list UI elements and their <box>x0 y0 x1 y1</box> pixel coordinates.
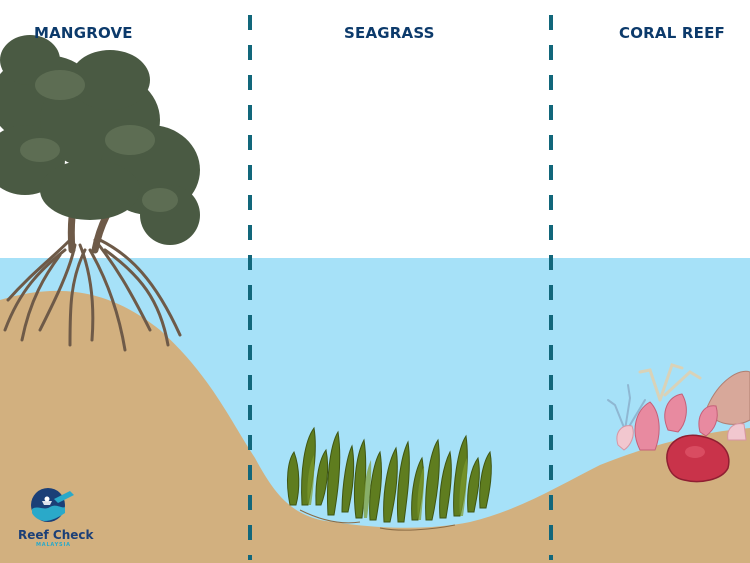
zone-label-mangrove: MANGROVE <box>34 24 133 42</box>
reef-check-logo-icon <box>31 488 74 522</box>
zone-label-coral-reef: CORAL REEF <box>619 24 725 42</box>
seabed-sand <box>0 290 750 563</box>
red-sponge <box>666 434 730 483</box>
logo-title: Reef Check <box>18 528 94 542</box>
coral-reef-cluster <box>607 363 750 483</box>
mangrove-tree <box>0 35 200 352</box>
seagrass-patch <box>286 426 492 531</box>
mangrove-foliage-highlights <box>20 70 178 212</box>
logo-subtitle: MALAYSIA <box>36 542 71 548</box>
zone-label-seagrass: SEAGRASS <box>344 24 435 42</box>
